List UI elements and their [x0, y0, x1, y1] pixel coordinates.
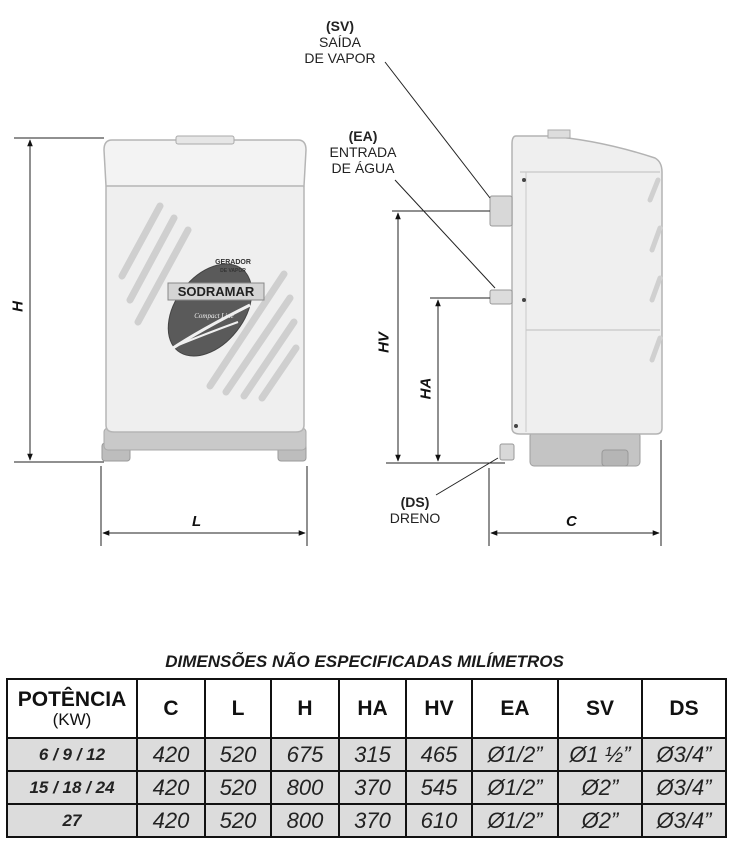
table-header-row: POTÊNCIA (KW) C L H HA HV EA SV DS: [6, 678, 727, 739]
header-hv: HV: [405, 678, 473, 739]
cell-ea: Ø1/2”: [471, 770, 559, 805]
cell-hv: 465: [405, 737, 473, 772]
sv-code: (SV): [326, 18, 354, 34]
cell-ds: Ø3/4”: [641, 737, 727, 772]
cell-ha: 315: [338, 737, 407, 772]
header-power: POTÊNCIA (KW): [6, 678, 138, 739]
ds-code: (DS): [400, 494, 430, 510]
power-cell: 6 / 9 / 12: [6, 737, 138, 772]
cell-sv: Ø2”: [557, 770, 643, 805]
side-dimensions: [384, 61, 662, 546]
cell-l: 520: [204, 803, 272, 838]
cell-sv: Ø1 ½”: [557, 737, 643, 772]
table-row: 15 / 18 / 24 420 520 800 370 545 Ø1/2” Ø…: [6, 770, 727, 805]
cell-h: 675: [270, 737, 340, 772]
header-power-unit: (KW): [52, 709, 92, 729]
cell-c: 420: [136, 803, 206, 838]
cell-ha: 370: [338, 770, 407, 805]
badge-line2: DE VAPOR: [220, 268, 246, 274]
cell-ds: Ø3/4”: [641, 770, 727, 805]
cell-c: 420: [136, 737, 206, 772]
table-title: DIMENSÕES NÃO ESPECIFICADAS MILÍMETROS: [165, 652, 564, 671]
cell-l: 520: [204, 770, 272, 805]
ea-line1: ENTRADA: [329, 144, 397, 160]
ds-line1: DRENO: [389, 510, 441, 526]
header-ds: DS: [641, 678, 727, 739]
sv-callout: (SV) SAÍDA DE VAPOR: [300, 18, 380, 66]
header-c: C: [136, 678, 206, 739]
dim-h-label: H: [9, 301, 27, 312]
dim-c-label: C: [566, 513, 577, 530]
front-dimensions: [14, 137, 308, 546]
ea-line2: DE ÁGUA: [331, 160, 395, 176]
ea-callout: (EA) ENTRADA DE ÁGUA: [318, 128, 408, 176]
cell-hv: 545: [405, 770, 473, 805]
front-view: SODRAMAR GERADOR DE VAPOR Compact Line: [101, 135, 307, 462]
header-ha: HA: [338, 678, 407, 739]
cell-hv: 610: [405, 803, 473, 838]
ea-code: (EA): [348, 128, 378, 144]
dim-hv-label: HV: [375, 332, 393, 353]
ds-callout: (DS) DRENO: [380, 494, 450, 526]
header-ea: EA: [471, 678, 559, 739]
header-l: L: [204, 678, 272, 739]
cell-h: 800: [270, 803, 340, 838]
dim-ha-label: HA: [417, 377, 435, 400]
cell-sv: Ø2”: [557, 803, 643, 838]
sv-line2: DE VAPOR: [304, 50, 376, 66]
sv-line1: SAÍDA: [318, 34, 361, 50]
cell-ea: Ø1/2”: [471, 803, 559, 838]
header-sv: SV: [557, 678, 643, 739]
header-h: H: [270, 678, 340, 739]
script-text: Compact Line: [194, 312, 233, 320]
dimensions-table: POTÊNCIA (KW) C L H HA HV EA SV DS 6 / 9…: [6, 678, 727, 838]
cell-ds: Ø3/4”: [641, 803, 727, 838]
cell-ha: 370: [338, 803, 407, 838]
power-cell: 27: [6, 803, 138, 838]
cell-c: 420: [136, 770, 206, 805]
badge-line1: GERADOR: [215, 259, 251, 266]
side-view: [489, 129, 663, 467]
table-row: 27 420 520 800 370 610 Ø1/2” Ø2” Ø3/4”: [6, 803, 727, 838]
technical-drawing: SODRAMAR GERADOR DE VAPOR Compact Line: [14, 61, 663, 546]
brand-logo-text: SODRAMAR: [178, 284, 255, 299]
cell-l: 520: [204, 737, 272, 772]
table-row: 6 / 9 / 12 420 520 675 315 465 Ø1/2” Ø1 …: [6, 737, 727, 772]
cell-h: 800: [270, 770, 340, 805]
header-power-label: POTÊNCIA: [17, 687, 127, 711]
cell-ea: Ø1/2”: [471, 737, 559, 772]
dim-l-label: L: [192, 513, 202, 530]
power-cell: 15 / 18 / 24: [6, 770, 138, 805]
